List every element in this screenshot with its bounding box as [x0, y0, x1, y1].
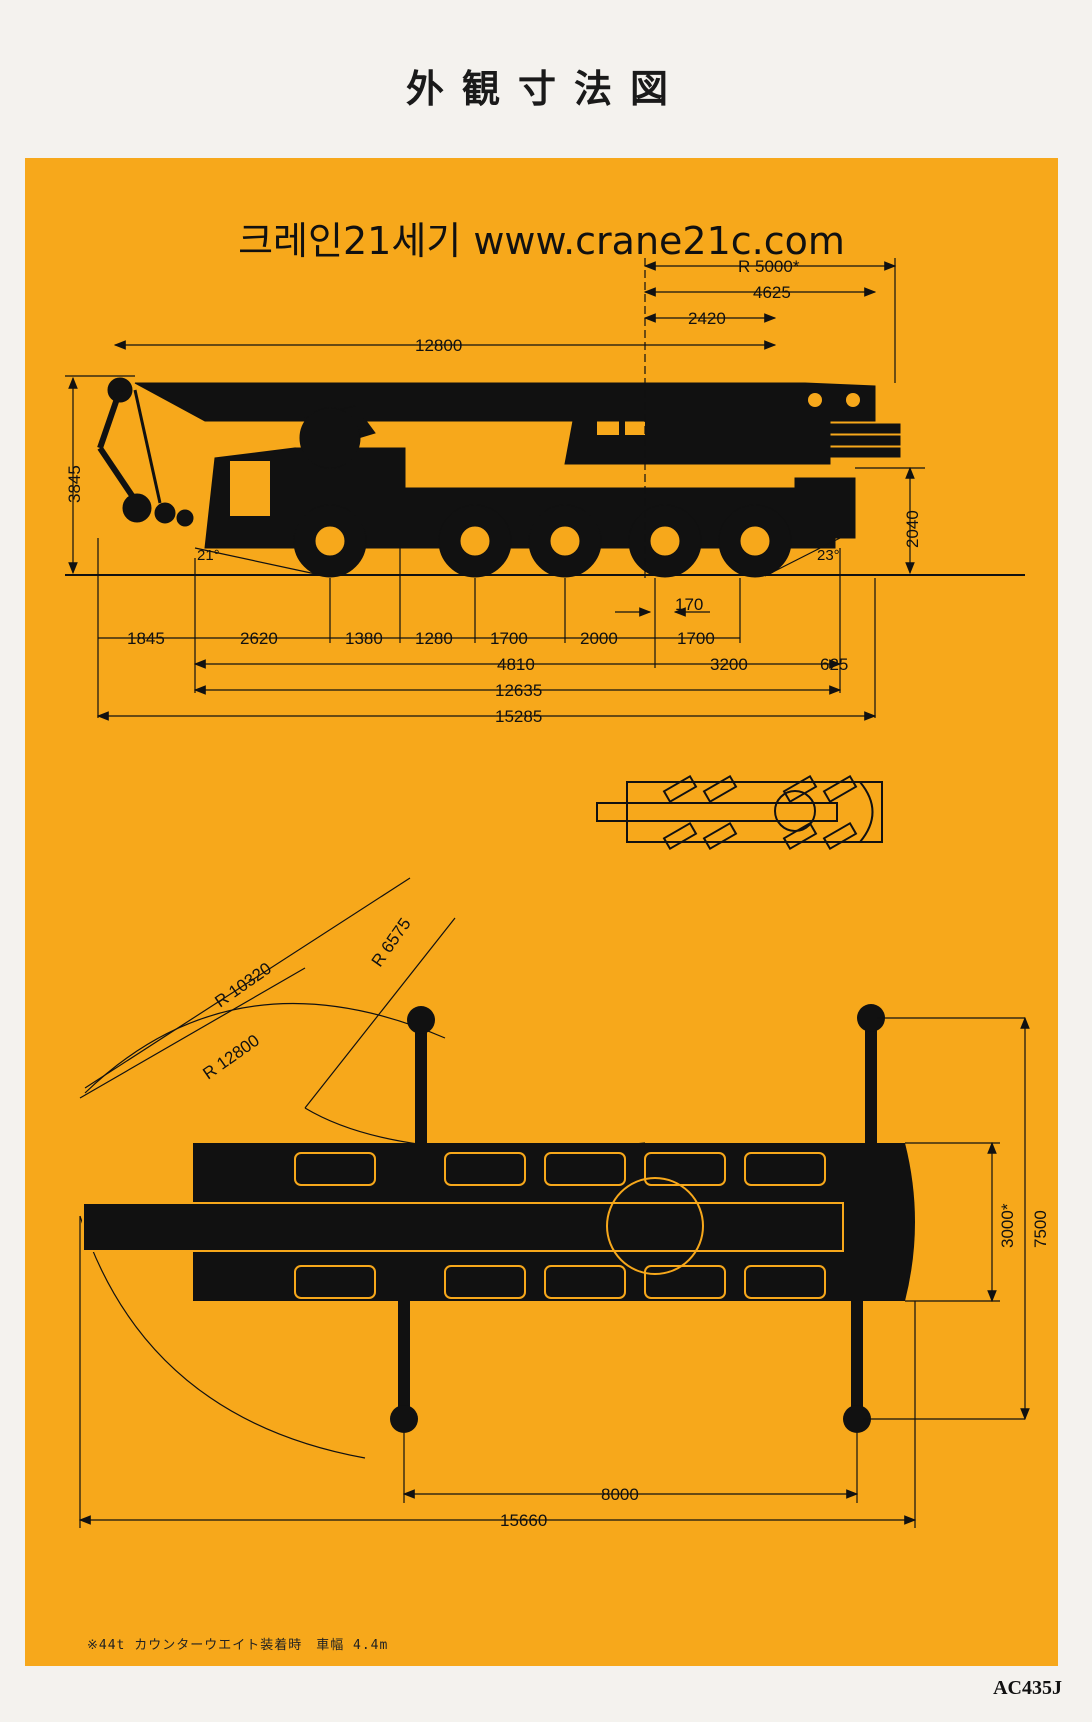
dimension-drawing: R 5000* 4625 2420 12800 3845 2040 21° 23…	[65, 257, 1050, 1530]
label-axle-6: 1700	[677, 629, 715, 648]
rear-housing	[794, 477, 856, 539]
label-2420: 2420	[688, 309, 726, 328]
label-axle-5: 2000	[580, 629, 618, 648]
label-12800: 12800	[415, 336, 462, 355]
label-625: 625	[820, 655, 848, 674]
watermark: 크레인21세기 www.crane21c.com	[238, 219, 845, 263]
label-12635: 12635	[495, 681, 542, 700]
wheels	[293, 504, 792, 578]
label-7500: 7500	[1031, 1210, 1050, 1248]
label-r5000: R 5000*	[738, 257, 800, 276]
footnote: ※44t カウンターウエイト装着時 車幅 4.4m	[87, 1638, 389, 1653]
label-3845: 3845	[65, 465, 84, 503]
boom	[134, 382, 876, 422]
label-8000: 8000	[601, 1485, 639, 1504]
transport-view	[596, 774, 883, 851]
label-3200: 3200	[710, 655, 748, 674]
label-axle-4: 1700	[490, 629, 528, 648]
label-r12800: R 12800	[199, 1031, 263, 1083]
arc-r12800	[79, 1215, 366, 1459]
label-axle-1: 2620	[240, 629, 278, 648]
side-dimensions	[65, 258, 925, 721]
top-view: R 10320 R 12800 R 6575 3000* 7500 8000 1…	[78, 877, 1050, 1530]
label-axle-0: 1845	[127, 629, 165, 648]
label-angle-23: 23°	[817, 547, 840, 564]
label-15660: 15660	[500, 1511, 547, 1530]
diagram-panel: 크레인21세기 www.crane21c.com	[25, 158, 1058, 1666]
side-labels: R 5000* 4625 2420 12800 3845 2040 21° 23…	[65, 257, 922, 726]
label-axle-3: 1280	[415, 629, 453, 648]
label-3000: 3000*	[998, 1203, 1017, 1248]
label-4625: 4625	[753, 283, 791, 302]
label-r6575: R 6575	[368, 914, 415, 970]
side-view	[65, 377, 1025, 578]
label-2040: 2040	[903, 510, 922, 548]
model-code: AC435J	[993, 1677, 1062, 1699]
label-170: 170	[675, 595, 703, 614]
label-angle-21: 21°	[197, 547, 220, 564]
page-title: 外観寸法図	[405, 67, 686, 111]
label-4810: 4810	[497, 655, 535, 674]
label-axle-2: 1380	[345, 629, 383, 648]
label-15285: 15285	[495, 707, 542, 726]
hook-block	[122, 493, 152, 523]
